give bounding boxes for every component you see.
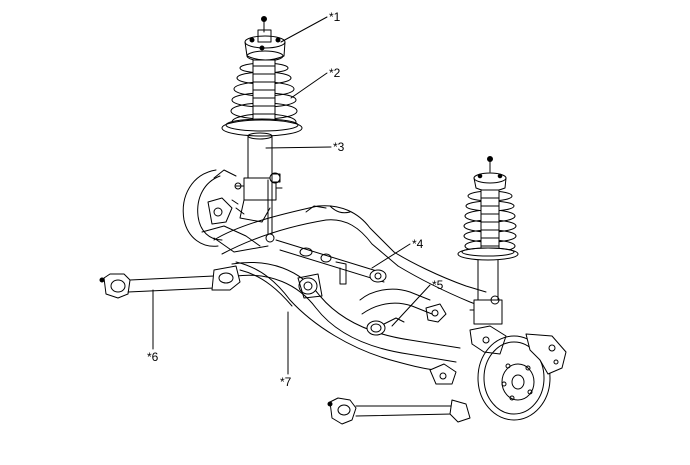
left-knuckle-assembly bbox=[182, 169, 269, 253]
callout-4: *4 bbox=[412, 237, 424, 251]
callout-5: *5 bbox=[432, 278, 444, 292]
callout-3: *3 bbox=[333, 140, 345, 154]
callout-7: *7 bbox=[280, 375, 292, 389]
bushing bbox=[366, 303, 447, 336]
rear-subframe bbox=[213, 205, 487, 363]
stabilizer-bar bbox=[235, 261, 453, 371]
callout-6: *6 bbox=[147, 350, 159, 364]
leader-lines bbox=[152, 16, 431, 375]
left-shock-absorber bbox=[231, 132, 283, 243]
right-trailing-arm bbox=[327, 363, 471, 425]
callout-1: *1 bbox=[329, 10, 341, 24]
left-strut-top-mount bbox=[244, 16, 286, 62]
lateral-link bbox=[275, 239, 387, 285]
left-strut-assembly bbox=[221, 16, 303, 243]
right-strut-assembly bbox=[457, 156, 519, 325]
trailing-arm bbox=[99, 265, 241, 299]
left-coil-spring bbox=[221, 59, 303, 137]
callout-2: *2 bbox=[329, 66, 341, 80]
right-disc-brake bbox=[469, 325, 567, 421]
